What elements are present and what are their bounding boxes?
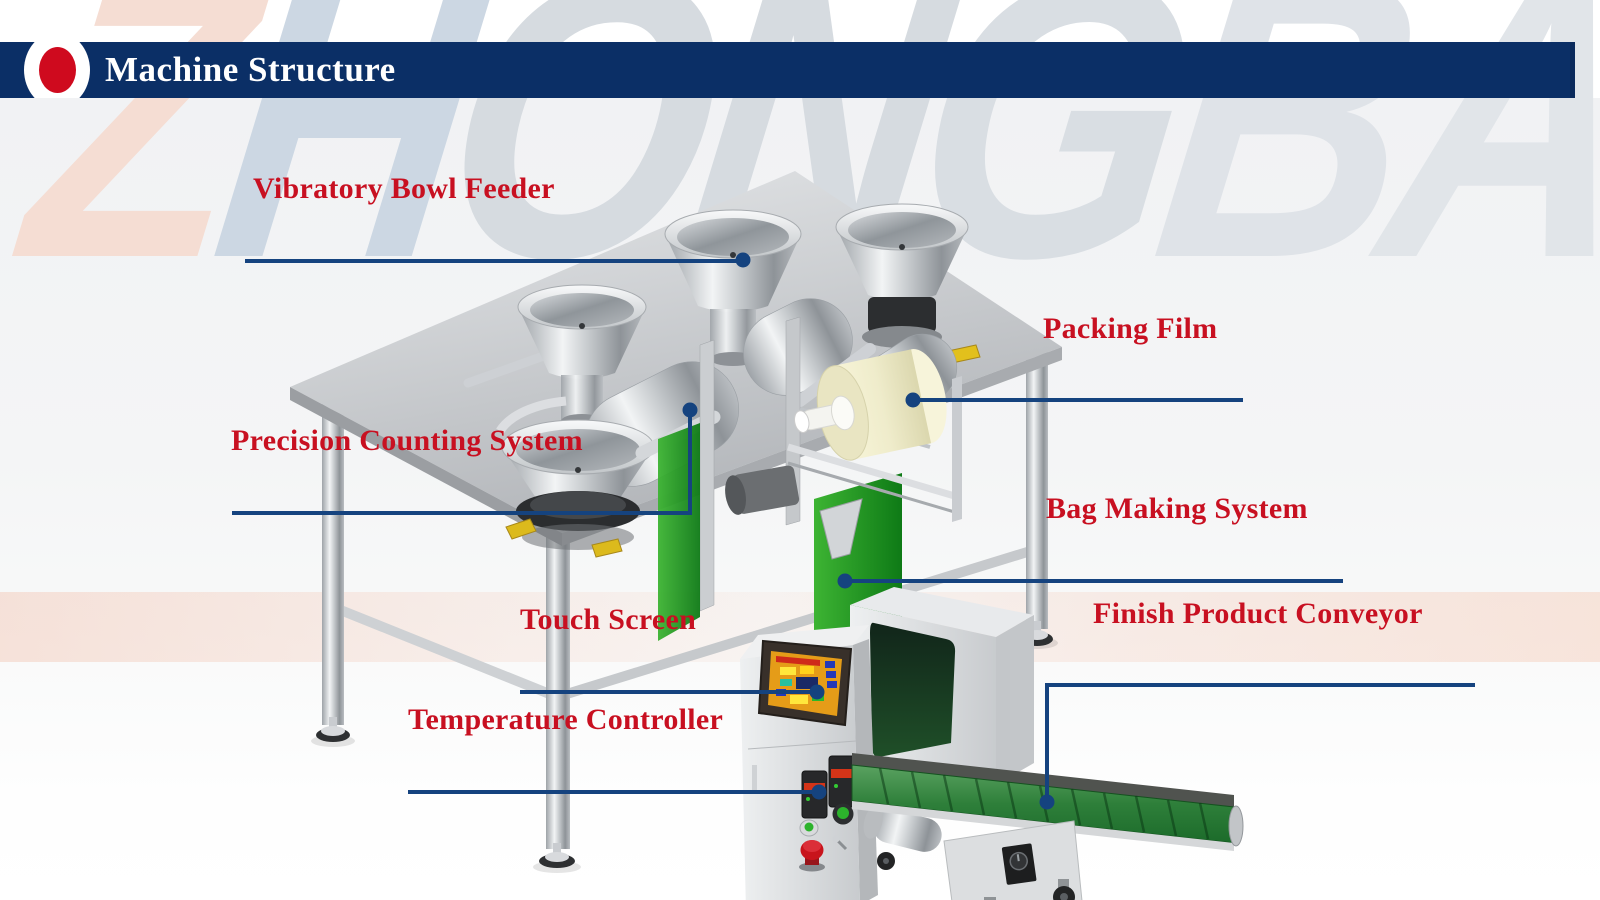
touch-screen-panel [757, 639, 853, 727]
label-packing-film: Packing Film [1043, 312, 1218, 345]
label-touch-screen: Touch Screen [520, 603, 697, 636]
label-vibratory-bowl-feeder: Vibratory Bowl Feeder [253, 172, 555, 205]
label-precision-counting-system: Precision Counting System [231, 424, 583, 457]
leader-lines [232, 252, 1475, 810]
finish-product-conveyor-assembly [851, 753, 1244, 900]
header-bullet-icon [39, 47, 76, 93]
page-title: Machine Structure [105, 50, 396, 89]
machine-illustration [232, 171, 1475, 900]
label-bag-making-system: Bag Making System [1046, 492, 1308, 525]
packing-film-roll [794, 349, 947, 461]
machine-cabinet [740, 587, 1034, 900]
section-header-bar: Machine Structure [0, 42, 1575, 98]
conveyor-speed-knob [1001, 843, 1037, 885]
emergency-stop-button [799, 840, 825, 872]
label-temperature-controller: Temperature Controller [408, 703, 724, 736]
label-finish-product-conveyor: Finish Product Conveyor [1093, 597, 1423, 630]
